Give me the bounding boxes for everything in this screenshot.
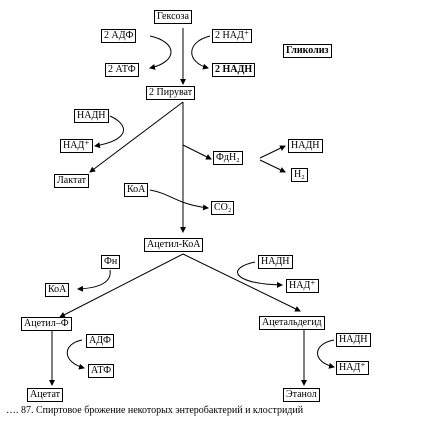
node-fdh2: ФдН₂: [213, 151, 243, 165]
node-ldh-nadh: НАДН: [74, 109, 109, 123]
node-coa-out: КоА: [45, 283, 70, 297]
node-coa-in: КоА: [124, 183, 149, 197]
arrow-nadh-nad-aldehyde: [237, 261, 283, 288]
node-hexose: Гексоза: [154, 10, 192, 24]
arrow-fdh2-h2: [259, 159, 286, 173]
node-acetyl-p: Ацетил–Ф: [21, 317, 72, 331]
arrow-pyruvate-lactate: [89, 101, 184, 173]
arrow-pyruvate-fdh2: [182, 144, 212, 160]
node-phosphate: Фн: [101, 255, 121, 269]
figure-caption: …. 87. Спиртовое брожение некоторых энте…: [6, 405, 304, 416]
arrow-nad-nadh: [191, 35, 211, 70]
arrow-fdh2-nadh: [259, 145, 286, 159]
arrow-adp-atp-kinase: [66, 339, 85, 370]
arrow-nadh-nad-lactate: [94, 115, 124, 149]
node-adh-nadh: НАДН: [258, 255, 293, 269]
node-ldh-nad: НАД⁺: [60, 139, 93, 153]
arrow-acetylcoa-acetaldehyde: [182, 253, 301, 312]
node-glycolysis: Гликолиз: [283, 44, 332, 58]
node-ak-adp: АДФ: [86, 334, 114, 348]
node-acetate: Ацетат: [27, 388, 64, 402]
node-lactate: Лактат: [54, 174, 89, 188]
arrow-phosphate-coa: [77, 269, 111, 292]
arrow-nadh-nad-ethanol: [317, 339, 335, 369]
node-adp-in: 2 АДФ: [101, 29, 137, 43]
node-nad-in: 2 НАД⁺: [212, 29, 253, 43]
node-nadh-out: 2 НАДН: [212, 63, 256, 77]
node-ak-atp: АТФ: [88, 364, 115, 378]
node-acetyl-coa: Ацетил-КоА: [144, 238, 204, 252]
node-ed-nad: НАД⁺: [336, 361, 369, 375]
node-acetaldehyde: Ацетальдегид: [259, 316, 325, 330]
node-ethanol: Этанол: [283, 388, 320, 402]
node-adh-nad: НАД⁺: [286, 279, 319, 293]
node-pyruvate: 2 Пируват: [146, 86, 196, 100]
node-atp-out: 2 АТФ: [105, 63, 139, 77]
node-h2: Н₂: [291, 168, 308, 182]
node-ed-nadh: НАДН: [336, 333, 371, 347]
arrow-acetylcoa-acetylp: [59, 253, 184, 318]
node-hyd-nadh: НАДН: [288, 139, 323, 153]
arrow-coa-co2: [149, 189, 209, 211]
arrow-adp-atp: [149, 35, 172, 70]
node-co2: CO₂: [211, 201, 235, 215]
